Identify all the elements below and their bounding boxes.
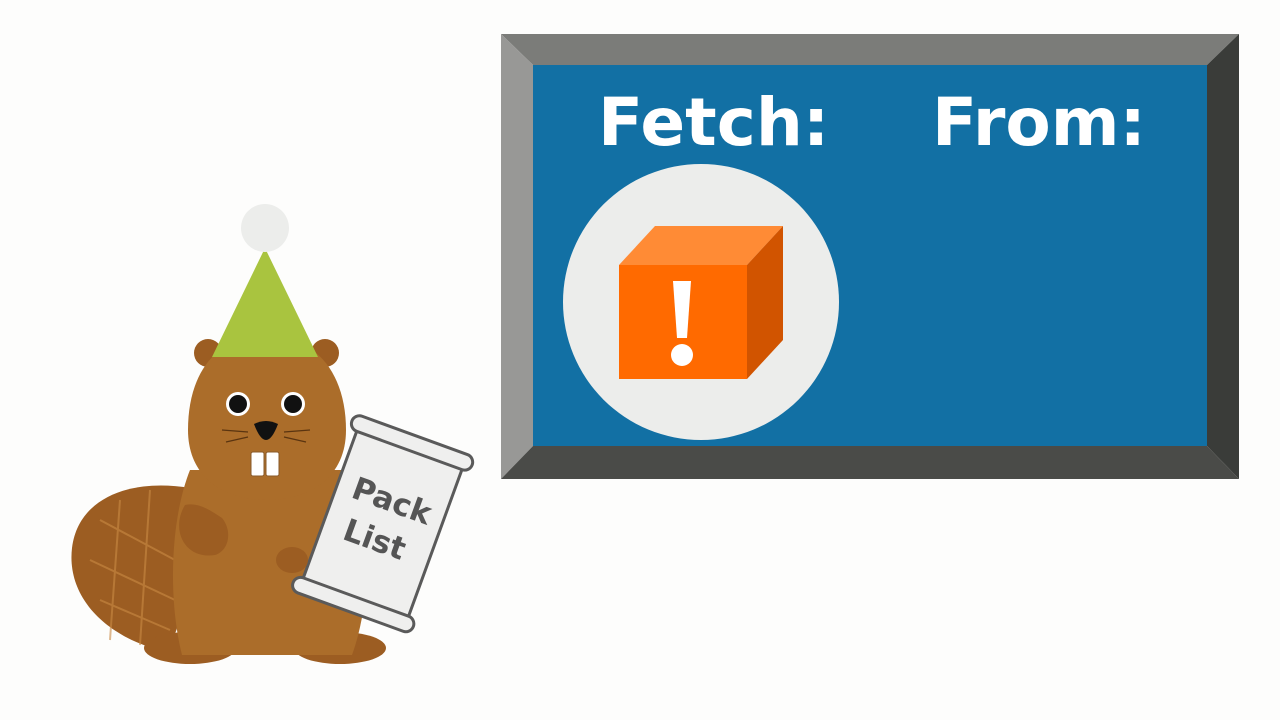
beaver-tooth-left bbox=[250, 451, 265, 477]
frame-bottom bbox=[501, 446, 1239, 479]
from-label: From: bbox=[932, 84, 1146, 161]
beaver-nose bbox=[254, 421, 278, 440]
beaver-head bbox=[188, 336, 346, 500]
frame-left bbox=[501, 34, 533, 479]
beaver-tail bbox=[71, 485, 194, 652]
fetch-label: Fetch: bbox=[598, 84, 830, 161]
frame-top bbox=[501, 34, 1239, 65]
party-hat bbox=[212, 204, 318, 357]
beaver-body bbox=[172, 470, 367, 655]
beaver-paw bbox=[276, 547, 308, 573]
party-hat-pompom bbox=[241, 204, 289, 252]
frame-right bbox=[1207, 34, 1239, 479]
package-alert-icon bbox=[619, 226, 783, 379]
beaver-tooth-right bbox=[265, 451, 280, 477]
beaver-arm bbox=[179, 504, 229, 556]
